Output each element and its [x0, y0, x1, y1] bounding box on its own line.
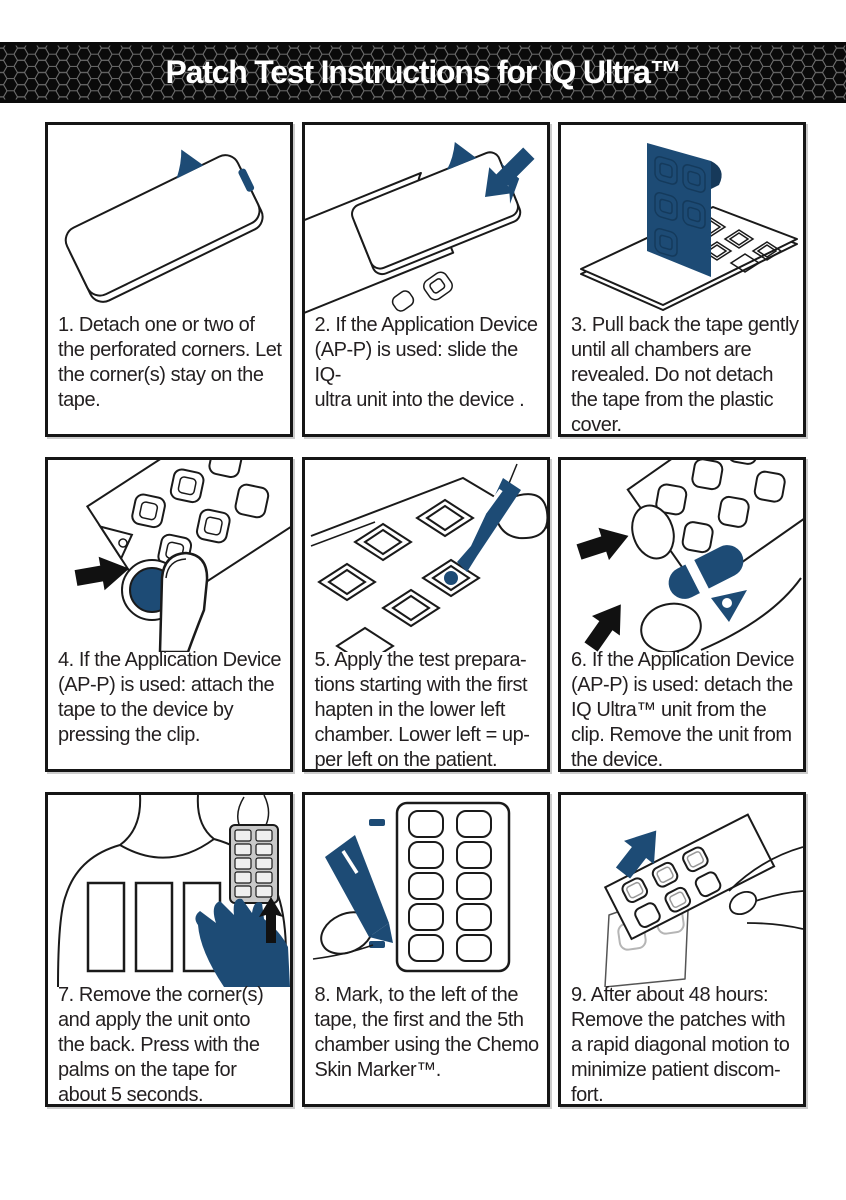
step-panel-5: 5. Apply the test prepara- tions startin…: [301, 457, 550, 772]
skin-mark: [368, 819, 385, 826]
step-caption: 2. If the Application Device (AP-P) is u…: [314, 314, 539, 411]
step-caption: 8. Mark, to the left of the tape, the fi…: [314, 984, 540, 1081]
finger: [631, 504, 675, 560]
step-5-illustration: [305, 460, 547, 652]
step-4-illustration: [48, 460, 290, 652]
step-caption: 6. If the Application Device (AP-P) is u…: [571, 649, 795, 771]
header-band: Patch Test Instructions for IQ Ultra™: [0, 42, 846, 103]
step-caption: 9. After about 48 hours: Remove the patc…: [571, 984, 790, 1106]
press-arrow-icon: [74, 556, 130, 591]
detach-arrow-icon: [576, 527, 629, 561]
step-caption: 1. Detach one or two of the perforated c…: [58, 314, 282, 411]
step-panel-1: 1. Detach one or two of the perforated c…: [45, 122, 293, 437]
step-1-illustration: [48, 125, 290, 317]
up-arrow-icon: [259, 897, 283, 943]
step-caption: 3. Pull back the tape gently until all c…: [571, 314, 799, 436]
dropper: [456, 478, 521, 572]
step-panel-8: 8. Mark, to the left of the tape, the fi…: [301, 792, 550, 1107]
step-panel-3: 3. Pull back the tape gently until all c…: [558, 122, 806, 437]
step-caption: 4. If the Application Device (AP-P) is u…: [58, 649, 282, 746]
peel-arrow-icon: [615, 830, 657, 879]
detach-arrow-icon: [584, 604, 621, 652]
step-2-illustration: [304, 125, 547, 317]
step-3-illustration: [561, 125, 803, 317]
marker-pen: [324, 835, 389, 937]
pulled-tape: [647, 143, 722, 277]
step-9-illustration: [561, 795, 803, 987]
finger: [640, 602, 702, 652]
step-panel-2: 2. If the Application Device (AP-P) is u…: [301, 122, 550, 437]
step-panel-7: 7. Remove the corner(s) and apply the un…: [45, 792, 293, 1107]
step-caption: 5. Apply the test prepara- tions startin…: [314, 649, 530, 771]
lifted-corner: [176, 149, 204, 179]
thumb: [158, 551, 209, 652]
step-panel-4: 4. If the Application Device (AP-P) is u…: [45, 457, 293, 772]
steps-grid: 1. Detach one or two of the perforated c…: [45, 122, 807, 1107]
step-8-illustration: [305, 795, 547, 987]
page-title: Patch Test Instructions for IQ Ultra™: [165, 54, 681, 90]
honeycomb-pattern: [0, 45, 846, 100]
clip: [668, 545, 744, 599]
step-panel-9: 9. After about 48 hours: Remove the patc…: [558, 792, 806, 1107]
step-7-illustration: [48, 795, 290, 987]
slide-arrow-icon: [484, 147, 534, 197]
iq-ultra-unit: [229, 824, 279, 904]
step-6-illustration: [561, 460, 803, 652]
step-panel-6: 6. If the Application Device (AP-P) is u…: [558, 457, 806, 772]
skin-mark: [368, 941, 385, 948]
hapten-drop: [443, 571, 458, 585]
step-caption: 7. Remove the corner(s) and apply the un…: [58, 984, 264, 1106]
